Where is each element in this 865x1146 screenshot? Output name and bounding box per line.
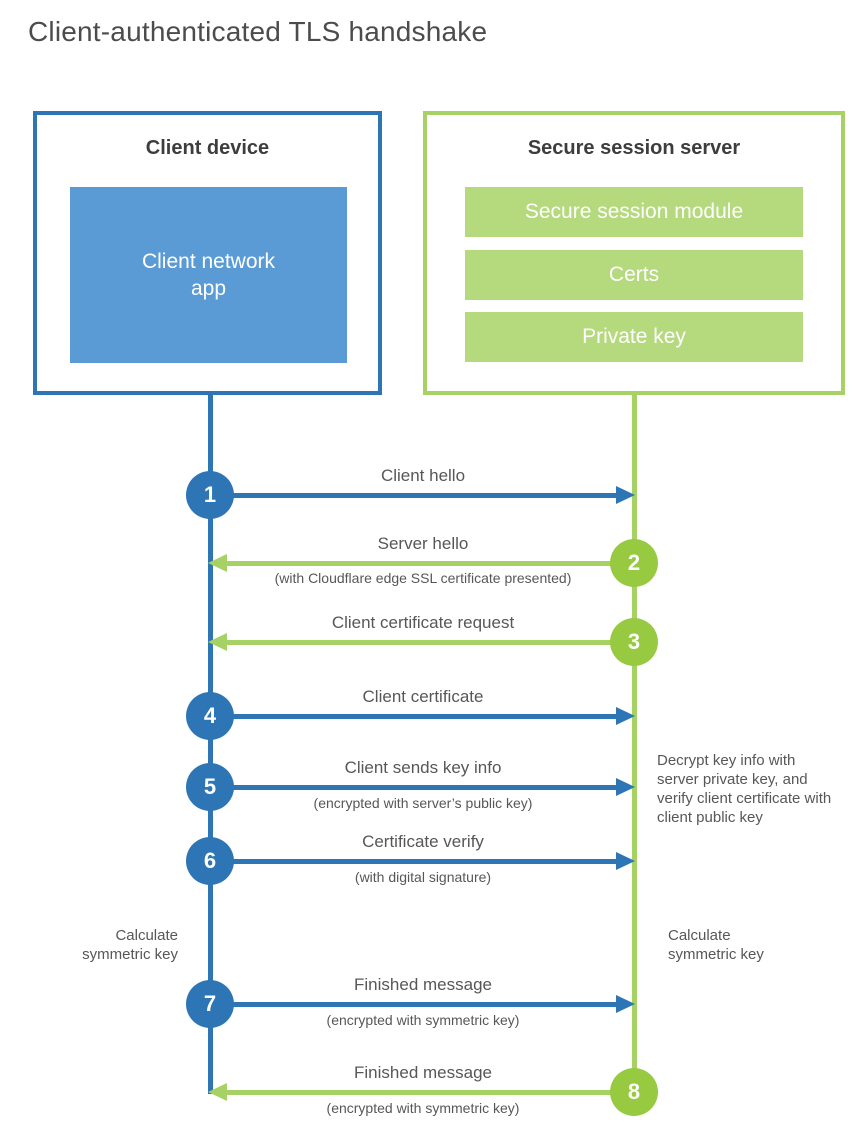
client-network-app-box: Client network app <box>70 187 347 363</box>
step-number: 1 <box>203 482 217 507</box>
arrowhead-right-icon <box>616 995 635 1013</box>
message-label: Finished message <box>354 1063 492 1082</box>
message-arrow <box>226 640 634 645</box>
message-sublabel: (with Cloudflare edge SSL certificate pr… <box>274 570 572 586</box>
message-arrow <box>211 1002 618 1007</box>
server-lifeline <box>632 393 637 1094</box>
step-number: 8 <box>627 1079 641 1104</box>
arrowhead-left-icon <box>208 633 227 651</box>
calculate-symmetric-key-note-server: Calculate symmetric key <box>668 927 764 963</box>
message-arrow <box>211 714 618 719</box>
message-arrow <box>211 785 618 790</box>
message-sublabel: (encrypted with symmetric key) <box>326 1100 520 1116</box>
server-title: Secure session server <box>527 137 741 159</box>
page-title: Client-authenticated TLS handshake <box>28 16 488 47</box>
step-number: 5 <box>203 774 217 799</box>
arrowhead-right-icon <box>616 486 635 504</box>
arrowhead-left-icon <box>208 1083 227 1101</box>
server-module-bar-secure-session-module: Secure session module <box>465 187 803 237</box>
message-arrow <box>211 493 618 498</box>
calculate-symmetric-key-note-client: Calculate symmetric key <box>82 927 178 963</box>
message-label: Server hello <box>377 534 469 553</box>
step-circle: 3 <box>610 618 658 666</box>
message-arrow <box>226 1090 634 1095</box>
message-label: Certificate verify <box>362 832 484 851</box>
client-device-title: Client device <box>145 137 270 159</box>
step-circle: 7 <box>186 980 234 1028</box>
message-sublabel: (encrypted with symmetric key) <box>326 1012 520 1028</box>
arrowhead-right-icon <box>616 707 635 725</box>
message-label: Client hello <box>380 466 466 485</box>
step-number: 2 <box>627 550 641 575</box>
decrypt-note: Decrypt key info with server private key… <box>657 752 832 826</box>
server-module-label: Certs <box>608 263 660 286</box>
step-circle: 2 <box>610 539 658 587</box>
step-circle: 8 <box>610 1068 658 1116</box>
arrowhead-right-icon <box>616 778 635 796</box>
server-module-label: Private key <box>582 325 686 348</box>
server-module-bar-private-key: Private key <box>465 312 803 362</box>
server-module-label: Secure session module <box>524 200 744 223</box>
client-lifeline <box>208 393 213 1094</box>
message-arrow <box>211 859 618 864</box>
step-number: 7 <box>203 991 217 1016</box>
message-arrow <box>226 561 634 566</box>
step-number: 3 <box>627 629 641 654</box>
message-sublabel: (encrypted with server’s public key) <box>313 795 533 811</box>
message-sublabel: (with digital signature) <box>354 869 492 885</box>
step-number: 6 <box>203 848 217 873</box>
step-number: 4 <box>203 703 217 728</box>
step-circle: 4 <box>186 692 234 740</box>
arrowhead-left-icon <box>208 554 227 572</box>
client-network-app-label: Client network app <box>141 250 276 300</box>
message-label: Client certificate request <box>331 613 515 632</box>
step-circle: 5 <box>186 763 234 811</box>
step-circle: 6 <box>186 837 234 885</box>
message-label: Client certificate <box>362 687 484 706</box>
message-label: Client sends key info <box>344 758 502 777</box>
arrowhead-right-icon <box>616 852 635 870</box>
message-label: Finished message <box>354 975 492 994</box>
step-circle: 1 <box>186 471 234 519</box>
server-module-bar-certs: Certs <box>465 250 803 300</box>
